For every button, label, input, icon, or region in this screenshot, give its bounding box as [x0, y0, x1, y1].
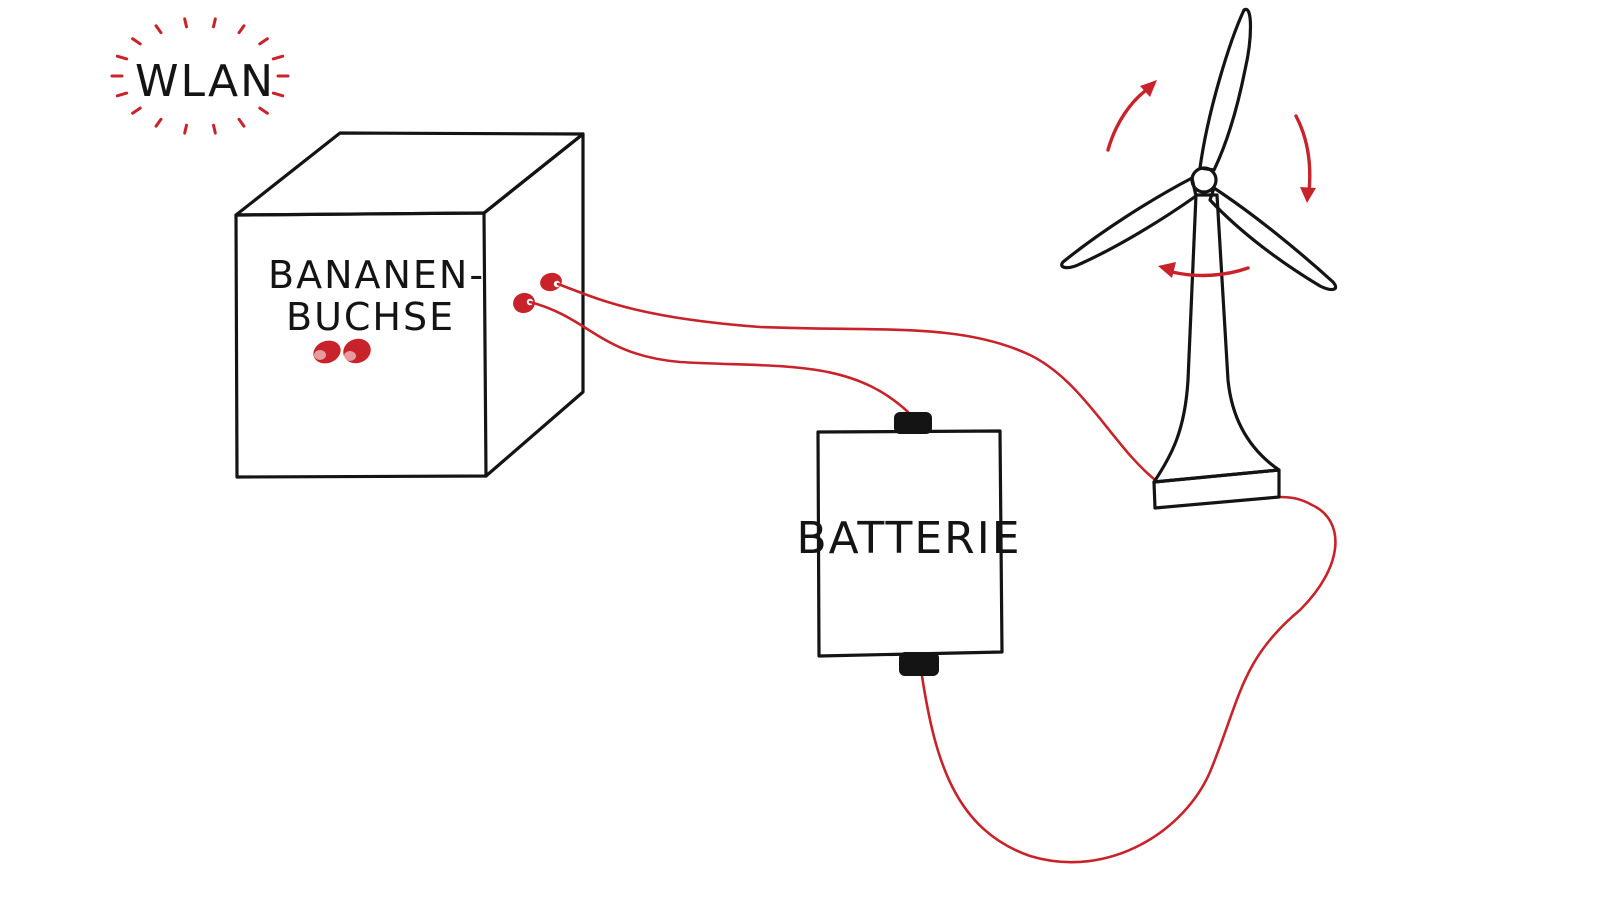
side-socket-upper	[540, 272, 562, 292]
wlan-ray	[258, 37, 269, 46]
turbine-tower	[1152, 193, 1281, 484]
turbine-blade-top	[1198, 7, 1253, 172]
wlan-ray	[237, 24, 246, 35]
wires	[528, 282, 1337, 864]
wlan-ray	[115, 91, 129, 98]
socket-label-line1: BANANEN-	[268, 253, 485, 297]
battery-top-terminal	[894, 412, 932, 434]
wind-turbine-icon	[1060, 7, 1338, 510]
wire-socket-to-turbine	[556, 282, 1160, 484]
wlan-ray	[271, 91, 285, 98]
battery-body	[816, 429, 1004, 658]
wlan-ray	[154, 117, 163, 128]
wlan-label: WLAN	[135, 56, 275, 107]
rotation-arrow-top-left	[1106, 84, 1154, 152]
wifi-burst-icon	[110, 17, 290, 135]
wlan-ray	[183, 123, 188, 135]
rotation-arrow-icon	[1106, 80, 1316, 278]
banana-plug-icon	[313, 338, 371, 364]
turbine-blade-left	[1060, 176, 1198, 270]
turbine-blade-right	[1208, 186, 1338, 292]
wlan-ray	[154, 24, 163, 35]
cube-side-face	[482, 132, 585, 478]
battery: BATTERIE	[797, 412, 1022, 676]
wlan-ray	[131, 37, 142, 46]
wlan-ray	[258, 106, 269, 115]
wlan-ray	[237, 117, 246, 128]
turbine-base	[1152, 468, 1281, 510]
battery-bottom-terminal	[899, 652, 939, 676]
wlan-ray	[183, 17, 188, 29]
battery-label: BATTERIE	[797, 513, 1022, 564]
wire-battery-to-turbine	[920, 495, 1337, 864]
wlan-ray	[131, 106, 142, 115]
wire-socket-to-battery	[528, 300, 910, 414]
wlan-ray	[115, 54, 129, 61]
rotation-arrow-bottom	[1170, 266, 1250, 278]
socket-label-line2: BUCHSE	[286, 295, 455, 339]
wlan-indicator: WLAN	[110, 17, 290, 135]
rotation-arrow-right	[1294, 114, 1312, 194]
wlan-ray	[271, 54, 285, 61]
wlan-ray	[212, 123, 217, 135]
wlan-ray	[212, 17, 217, 29]
banana-socket-box: BANANEN- BUCHSE	[234, 131, 585, 479]
turbine-hub	[1190, 166, 1218, 194]
